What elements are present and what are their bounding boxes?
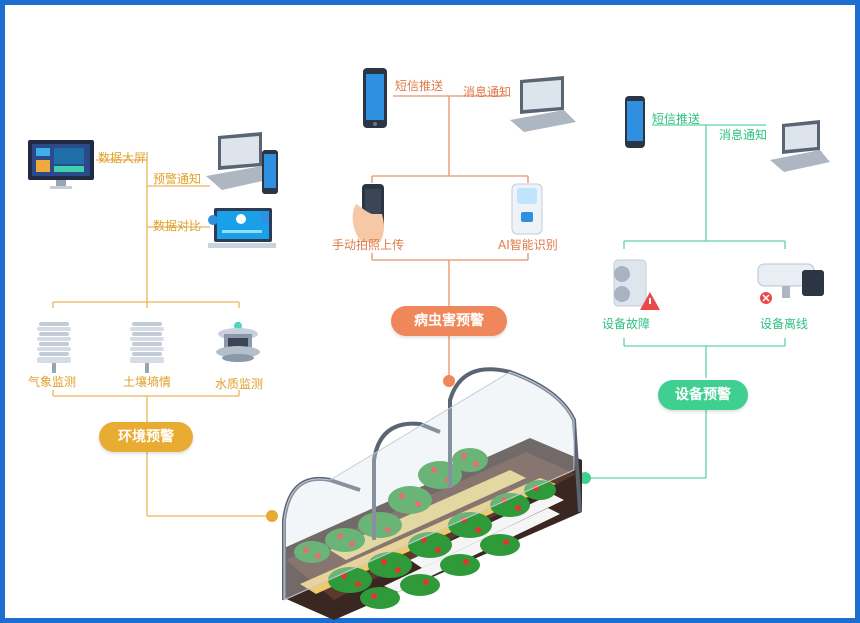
monitor-icon [28,140,94,189]
pest-input-manual: 手动拍照上传 [332,238,405,252]
laptop-icon [206,132,278,194]
env-label-alert-notice: 预警通知 [153,172,202,186]
env-label-data-compare: 数据对比 [153,219,202,233]
weather-station-icon [37,322,71,373]
pest-label-message: 消息通知 [463,85,512,99]
water-sensor-icon [216,322,260,362]
ai-device-icon [511,183,543,235]
env-alert-badge: 环境预警 [99,422,193,452]
env-sensor-soil: 土壤墒情 [123,375,172,389]
device-alert-badge: 设备预警 [658,380,748,410]
device-label-sms: 短信推送 [652,112,701,126]
pest-label-sms: 短信推送 [395,79,444,93]
hand-phone-icon [352,184,384,242]
env-label-big-screen: 数据大屏 [98,151,147,165]
laptop-icon [510,76,576,132]
env-sensor-weather: 气象监测 [28,375,77,389]
env-sensor-water: 水质监测 [215,377,264,391]
device-fault-label: 设备故障 [602,317,651,331]
device-label-message: 消息通知 [719,128,768,142]
sensor-device-icon [613,259,660,310]
phone-icon [625,96,645,148]
laptop-icon [770,120,830,172]
pest-alert-badge: 病虫害预警 [391,306,507,336]
pest-input-ai: AI智能识别 [498,238,558,252]
greenhouse-illustration [282,367,582,620]
analytics-icon [208,208,276,248]
soil-sensor-icon [130,322,164,373]
camera-icon [757,263,824,304]
device-offline-label: 设备离线 [760,317,809,331]
phone-icon [363,68,387,128]
